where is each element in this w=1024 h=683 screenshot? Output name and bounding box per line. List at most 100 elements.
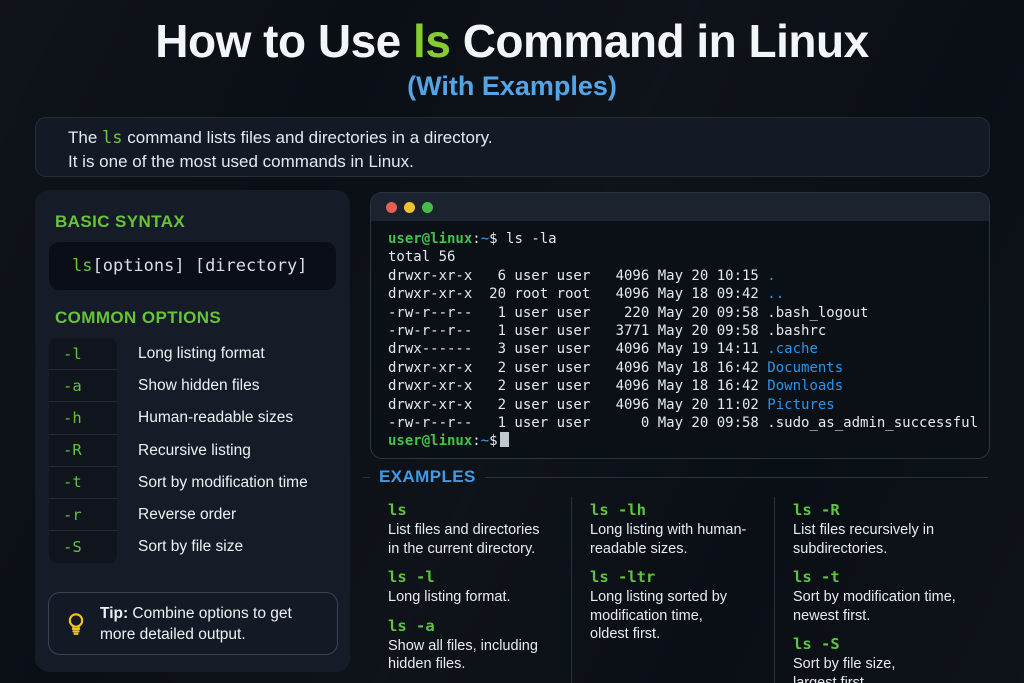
minimize-window-icon — [404, 201, 415, 213]
terminal-listing-row: drwxr-xr-x 2 user user 4096 May 18 16:42… — [388, 377, 989, 395]
header-rule-right — [484, 476, 988, 478]
typed-command: ls -la — [497, 231, 557, 247]
example-description: List files recursively in subdirectories… — [793, 522, 935, 557]
prompt-colon: : — [472, 433, 481, 450]
example-description: Show all files, including hidden files. — [388, 637, 538, 673]
terminal-listing-row: drwxr-xr-x 20 root root 4096 May 18 09:4… — [388, 285, 989, 303]
listing-filename: .sudo_as_admin_successful — [767, 415, 979, 432]
example-description: Long listing format. — [388, 589, 511, 605]
listing-attributes: drwxr-xr-x 6 user user 4096 May 20 10:15 — [388, 267, 768, 284]
option-flag: -r — [49, 498, 117, 532]
examples-column: ls -R List files recursively in subdirect… — [774, 497, 977, 683]
listing-filename: Downloads — [767, 378, 844, 395]
terminal-listing-row: drwxr-xr-x 6 user user 4096 May 20 10:15… — [388, 267, 989, 285]
option-row: -t Sort by modification time — [49, 466, 339, 499]
listing-filename: .cache — [767, 341, 818, 358]
tip-text: Tip: Combine options to get more detaile… — [100, 604, 292, 643]
option-flag: -a — [49, 370, 117, 403]
option-row: -h Human-readable sizes — [49, 402, 339, 435]
option-description: Long listing format — [138, 345, 265, 363]
listing-attributes: -rw-r--r-- 1 user user 0 May 20 09:58 — [388, 415, 768, 432]
prompt-dollar: $ — [489, 433, 498, 450]
example-description: Sort by file size, largest first. — [793, 656, 896, 683]
option-description: Show hidden files — [138, 377, 260, 395]
example-command: ls -lh — [590, 501, 646, 519]
prompt-colon: : — [472, 231, 481, 247]
listing-attributes: -rw-r--r-- 1 user user 3771 May 20 09:58 — [388, 323, 768, 340]
example-item: ls -R List files recursively in subdirect… — [793, 501, 971, 558]
close-window-icon — [386, 201, 397, 213]
example-command: ls -R — [793, 501, 840, 519]
intro-line-2: It is one of the most used commands in L… — [68, 152, 414, 171]
listing-filename: .bash_logout — [767, 304, 869, 321]
listing-attributes: drwxr-xr-x 2 user user 4096 May 18 16:42 — [388, 378, 768, 395]
option-flag: -R — [49, 434, 117, 467]
terminal-titlebar — [371, 193, 989, 221]
option-description: Recursive listing — [138, 441, 251, 459]
option-description: Reverse order — [138, 506, 237, 524]
lightbulb-icon — [68, 612, 84, 635]
example-command: ls — [388, 501, 407, 519]
example-command: ls -S — [793, 635, 840, 653]
example-item: ls -S Sort by file size, largest first. — [793, 635, 971, 683]
option-flag: -t — [49, 466, 117, 499]
page-title: How to Use ls Command in Linux — [155, 15, 869, 67]
terminal-total-line: total 56 — [388, 249, 456, 266]
prompt-path: ~ — [480, 231, 490, 247]
prompt-dollar: $ — [489, 231, 498, 247]
terminal-prompt-line: user@linux:~$ — [388, 432, 989, 450]
syntax-options-panel: BASIC SYNTAX ls [options] [directory] CO… — [35, 190, 350, 672]
terminal-command-line: user@linux:~$ ls -la — [388, 230, 989, 248]
terminal-listing-row: -rw-r--r-- 1 user user 0 May 20 09:58 .s… — [388, 414, 989, 432]
example-description: Sort by modification time, newest first. — [793, 589, 956, 624]
examples-heading: EXAMPLES — [379, 467, 476, 486]
terminal-listing-row: -rw-r--r-- 1 user user 220 May 20 09:58 … — [388, 304, 989, 322]
header-rule-left — [363, 476, 370, 478]
example-command: ls -t — [793, 568, 840, 586]
listing-filename: Documents — [767, 359, 844, 376]
terminal-listing-row: drwxr-xr-x 2 user user 4096 May 18 16:42… — [388, 359, 989, 377]
maximize-window-icon — [422, 201, 433, 213]
option-row: -a Show hidden files — [49, 370, 339, 403]
option-row: -r Reverse order — [49, 498, 339, 532]
example-command: ls -ltr — [590, 568, 656, 586]
intro-line-1: The ls command lists files and directori… — [68, 128, 493, 148]
option-description: Human-readable sizes — [138, 409, 294, 427]
listing-attributes: drwx------ 3 user user 4096 May 19 14:11 — [388, 341, 768, 358]
example-description: Long listing with human- readable sizes. — [590, 522, 747, 557]
terminal-listing-row: -rw-r--r-- 1 user user 3771 May 20 09:58… — [388, 322, 989, 340]
listing-attributes: drwxr-xr-x 20 root root 4096 May 18 09:4… — [388, 286, 768, 303]
option-flag: -h — [49, 402, 117, 435]
tip-box: Tip: Combine options to get more detaile… — [48, 592, 338, 655]
intro-box: The ls command lists files and directori… — [35, 117, 990, 177]
example-description: Long listing sorted by modification time… — [590, 589, 728, 642]
terminal-cursor — [499, 432, 509, 448]
terminal-listing-row: drwx------ 3 user user 4096 May 19 14:11… — [388, 340, 989, 358]
example-item: ls -t Sort by modification time, newest f… — [793, 568, 971, 625]
example-command: ls -a — [388, 616, 435, 635]
listing-filename: Pictures — [767, 396, 835, 413]
option-description: Sort by modification time — [138, 473, 308, 491]
example-item: ls -a Show all files, including hidden fi… — [388, 617, 565, 674]
prompt-user: user@linux — [388, 433, 473, 450]
option-row: -S Sort by file size — [49, 531, 339, 564]
common-options-heading: COMMON OPTIONS — [55, 308, 222, 327]
listing-attributes: drwxr-xr-x 2 user user 4096 May 20 11:02 — [388, 396, 768, 413]
page-subtitle: (With Examples) — [407, 71, 617, 101]
option-description: Sort by file size — [138, 538, 244, 556]
option-flag: -S — [49, 531, 117, 564]
listing-filename: . — [767, 267, 776, 284]
prompt-path: ~ — [480, 433, 490, 450]
listing-attributes: -rw-r--r-- 1 user user 220 May 20 09:58 — [388, 304, 768, 321]
